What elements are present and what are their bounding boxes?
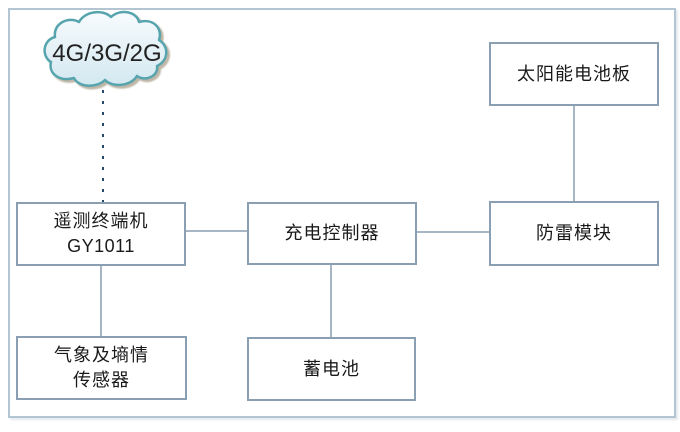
diagram-frame	[8, 8, 676, 418]
node-charge-controller: 充电控制器	[247, 202, 417, 265]
weather-soil-sensor-label-line1: 气象及墒情	[54, 345, 149, 365]
telemetry-terminal-label: 遥测终端机	[53, 211, 149, 231]
node-lightning-protection-module: 防雷模块	[489, 201, 659, 266]
node-weather-soil-sensor: 气象及墒情 传感器	[16, 336, 187, 400]
node-solar-panel: 太阳能电池板	[489, 42, 659, 106]
cloud-network-label: 4G/3G/2G	[52, 40, 162, 67]
charge-controller-label: 充电控制器	[284, 223, 380, 243]
telemetry-terminal-model: GY1011	[67, 236, 135, 256]
battery-label: 蓄电池	[303, 358, 360, 379]
node-battery: 蓄电池	[247, 337, 416, 401]
node-telemetry-terminal: 遥测终端机 GY1011	[16, 202, 186, 266]
weather-soil-sensor-label-line2: 传感器	[73, 370, 130, 390]
cloud-shape	[43, 10, 168, 87]
solar-panel-label: 太阳能电池板	[517, 63, 631, 84]
lightning-module-label: 防雷模块	[536, 223, 612, 243]
